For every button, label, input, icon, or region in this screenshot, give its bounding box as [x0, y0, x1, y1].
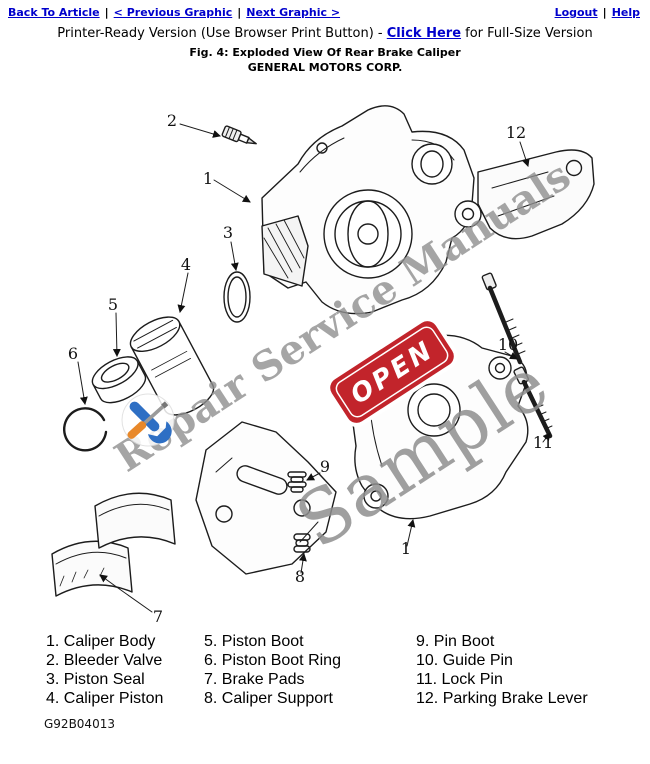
figure-subtitle: GENERAL MOTORS CORP. [247, 61, 403, 74]
part-callout-1: 1 [401, 539, 411, 558]
legend-column-2: 5. Piston Boot 6. Piston Boot Ring 7. Brak… [204, 632, 416, 708]
part-callout-2: 2 [167, 111, 177, 130]
part-piston-seal [223, 271, 251, 323]
previous-graphic-link[interactable]: < Previous Graphic [113, 6, 233, 19]
figure-diagram: Repair Service Manuals OPEN Sample 21123… [51, 105, 595, 626]
nav-left: Back To Article | < Previous Graphic | N… [8, 6, 340, 19]
part-pin-boot [287, 471, 307, 493]
printer-ready-suffix: for Full-Size Version [461, 26, 593, 41]
legend-item: 7. Brake Pads [204, 671, 305, 688]
part-lock-pin [513, 366, 553, 439]
legend-item: 3. Piston Seal [46, 671, 145, 688]
legend-column-3: 9. Pin Boot 10. Guide Pin 11. Lock Pin 12. … [416, 632, 650, 708]
legend-item: 4. Caliper Piston [46, 690, 164, 707]
part-callout-9: 9 [320, 457, 330, 476]
legend-item: 9. Pin Boot [416, 633, 495, 650]
nav-separator: | [104, 6, 109, 19]
top-nav-bar: Back To Article | < Previous Graphic | N… [0, 0, 650, 21]
figure-title: Fig. 4: Exploded View Of Rear Brake Cali… [189, 46, 461, 59]
parts-legend: 1. Caliper Body 2. Bleeder Valve 3. Piston… [0, 632, 650, 708]
part-piston-boot [91, 356, 147, 404]
full-size-version-link[interactable]: Click Here [386, 26, 462, 41]
legend-item: 10. Guide Pin [416, 652, 513, 669]
part-callout-5: 5 [108, 295, 118, 314]
part-callout-10: 10 [498, 335, 518, 354]
legend-column-1: 1. Caliper Body 2. Bleeder Valve 3. Piston… [46, 632, 204, 708]
part-callout-11: 11 [533, 433, 553, 452]
part-callout-4: 4 [181, 255, 191, 274]
next-graphic-link[interactable]: Next Graphic > [246, 6, 341, 19]
part-callout-8: 8 [295, 567, 305, 586]
help-link[interactable]: Help [611, 6, 640, 19]
leader-lines [77, 123, 551, 613]
part-callout-7: 7 [153, 607, 163, 626]
printer-ready-line: Printer-Ready Version (Use Browser Print… [0, 21, 650, 42]
nav-separator: | [602, 6, 607, 19]
legend-item: 12. Parking Brake Lever [416, 690, 588, 707]
part-guide-pin [481, 272, 526, 365]
legend-item: 6. Piston Boot Ring [204, 652, 341, 669]
part-caliper-body [261, 105, 482, 315]
part-parking-brake-lever [477, 149, 595, 240]
figure-code: G92B04013 [44, 717, 115, 731]
part-brake-pads [51, 492, 176, 597]
legend-item: 5. Piston Boot [204, 633, 304, 650]
legend-item: 11. Lock Pin [416, 671, 503, 688]
tools-logo-icon [121, 393, 175, 447]
printer-ready-text: Printer-Ready Version (Use Browser Print… [57, 26, 387, 41]
logout-link[interactable]: Logout [554, 6, 598, 19]
legend-item: 2. Bleeder Valve [46, 652, 163, 669]
part-callout-6: 6 [68, 344, 78, 363]
legend-item: 8. Caliper Support [204, 690, 333, 707]
part-callout-12: 12 [506, 123, 526, 142]
nav-separator: | [237, 6, 242, 19]
part-piston-boot-ring [62, 407, 108, 452]
part-caliper-support [195, 421, 337, 575]
part-callout-3: 3 [223, 223, 233, 242]
part-bleeder-valve [221, 125, 257, 145]
nav-right: Logout | Help [555, 6, 640, 19]
part-callout-1: 1 [203, 169, 213, 188]
back-to-article-link[interactable]: Back To Article [8, 6, 100, 19]
legend-item: 1. Caliper Body [46, 633, 156, 650]
